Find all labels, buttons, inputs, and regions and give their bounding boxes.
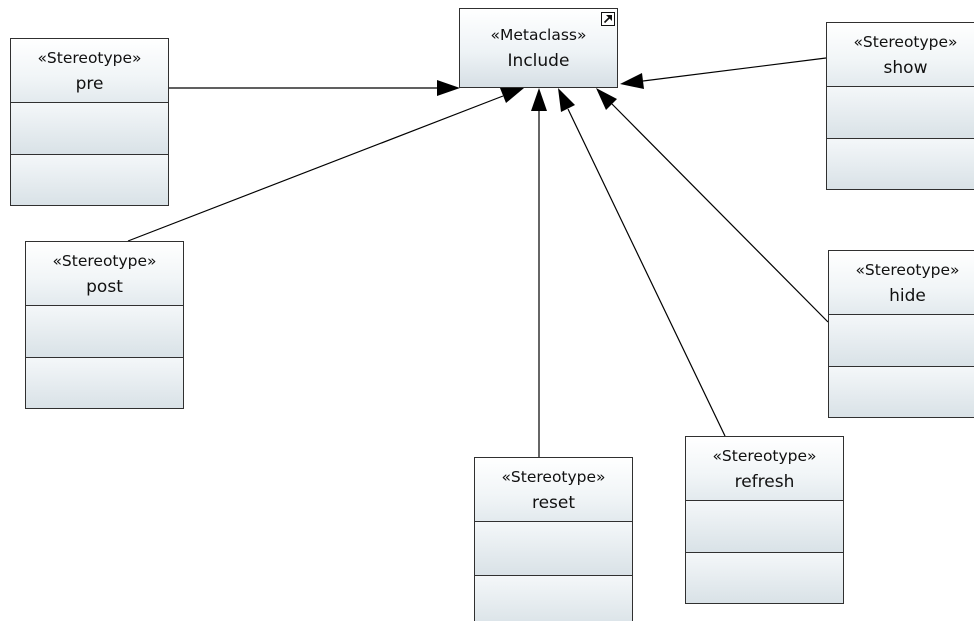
- attributes-compartment[interactable]: [475, 522, 632, 575]
- stereotype-post[interactable]: «Stereotype» post: [25, 241, 184, 409]
- external-link-icon: [601, 12, 615, 26]
- stereotype-hide[interactable]: «Stereotype» hide: [828, 250, 974, 418]
- stereotype-header: «Stereotype» post: [26, 242, 183, 306]
- edge-reset-to-include[interactable]: [531, 88, 547, 457]
- stereotype-name: refresh: [734, 471, 795, 492]
- operations-compartment[interactable]: [11, 153, 168, 205]
- stereotype-label: «Stereotype»: [853, 32, 958, 51]
- stereotype-label: «Stereotype»: [37, 48, 142, 67]
- edge-post-to-include[interactable]: [127, 88, 524, 242]
- stereotype-name: show: [883, 57, 928, 78]
- stereotype-name: post: [86, 276, 123, 297]
- attributes-compartment[interactable]: [827, 87, 974, 138]
- operations-compartment[interactable]: [686, 551, 843, 603]
- operations-compartment[interactable]: [827, 137, 974, 189]
- edge-hide-to-include[interactable]: [596, 88, 829, 323]
- attributes-compartment[interactable]: [829, 315, 974, 366]
- metaclass-include[interactable]: «Metaclass» Include: [459, 8, 618, 88]
- metaclass-stereotype-label: «Metaclass»: [490, 26, 587, 44]
- edge-refresh-to-include[interactable]: [558, 88, 726, 437]
- stereotype-name: reset: [531, 492, 576, 513]
- stereotype-label: «Stereotype»: [501, 467, 606, 486]
- metaclass-name: Include: [507, 51, 570, 71]
- operations-compartment[interactable]: [26, 356, 183, 408]
- stereotype-header: «Stereotype» show: [827, 23, 974, 87]
- operations-compartment[interactable]: [829, 365, 974, 417]
- stereotype-label: «Stereotype»: [855, 260, 960, 279]
- stereotype-header: «Stereotype» pre: [11, 39, 168, 103]
- attributes-compartment[interactable]: [26, 306, 183, 357]
- stereotype-header: «Stereotype» refresh: [686, 437, 843, 501]
- stereotype-name: hide: [889, 285, 926, 306]
- attributes-compartment[interactable]: [11, 103, 168, 154]
- stereotype-header: «Stereotype» hide: [829, 251, 974, 315]
- stereotype-name: pre: [75, 73, 104, 94]
- stereotype-header: «Stereotype» reset: [475, 458, 632, 522]
- stereotype-show[interactable]: «Stereotype» show: [826, 22, 974, 190]
- edge-pre-to-include[interactable]: [169, 80, 460, 96]
- stereotype-label: «Stereotype»: [52, 251, 157, 270]
- stereotype-reset[interactable]: «Stereotype» reset: [474, 457, 633, 621]
- operations-compartment[interactable]: [475, 574, 632, 621]
- attributes-compartment[interactable]: [686, 501, 843, 552]
- stereotype-pre[interactable]: «Stereotype» pre: [10, 38, 169, 206]
- stereotype-label: «Stereotype»: [712, 446, 817, 465]
- stereotype-refresh[interactable]: «Stereotype» refresh: [685, 436, 844, 604]
- edge-show-to-include[interactable]: [620, 57, 827, 89]
